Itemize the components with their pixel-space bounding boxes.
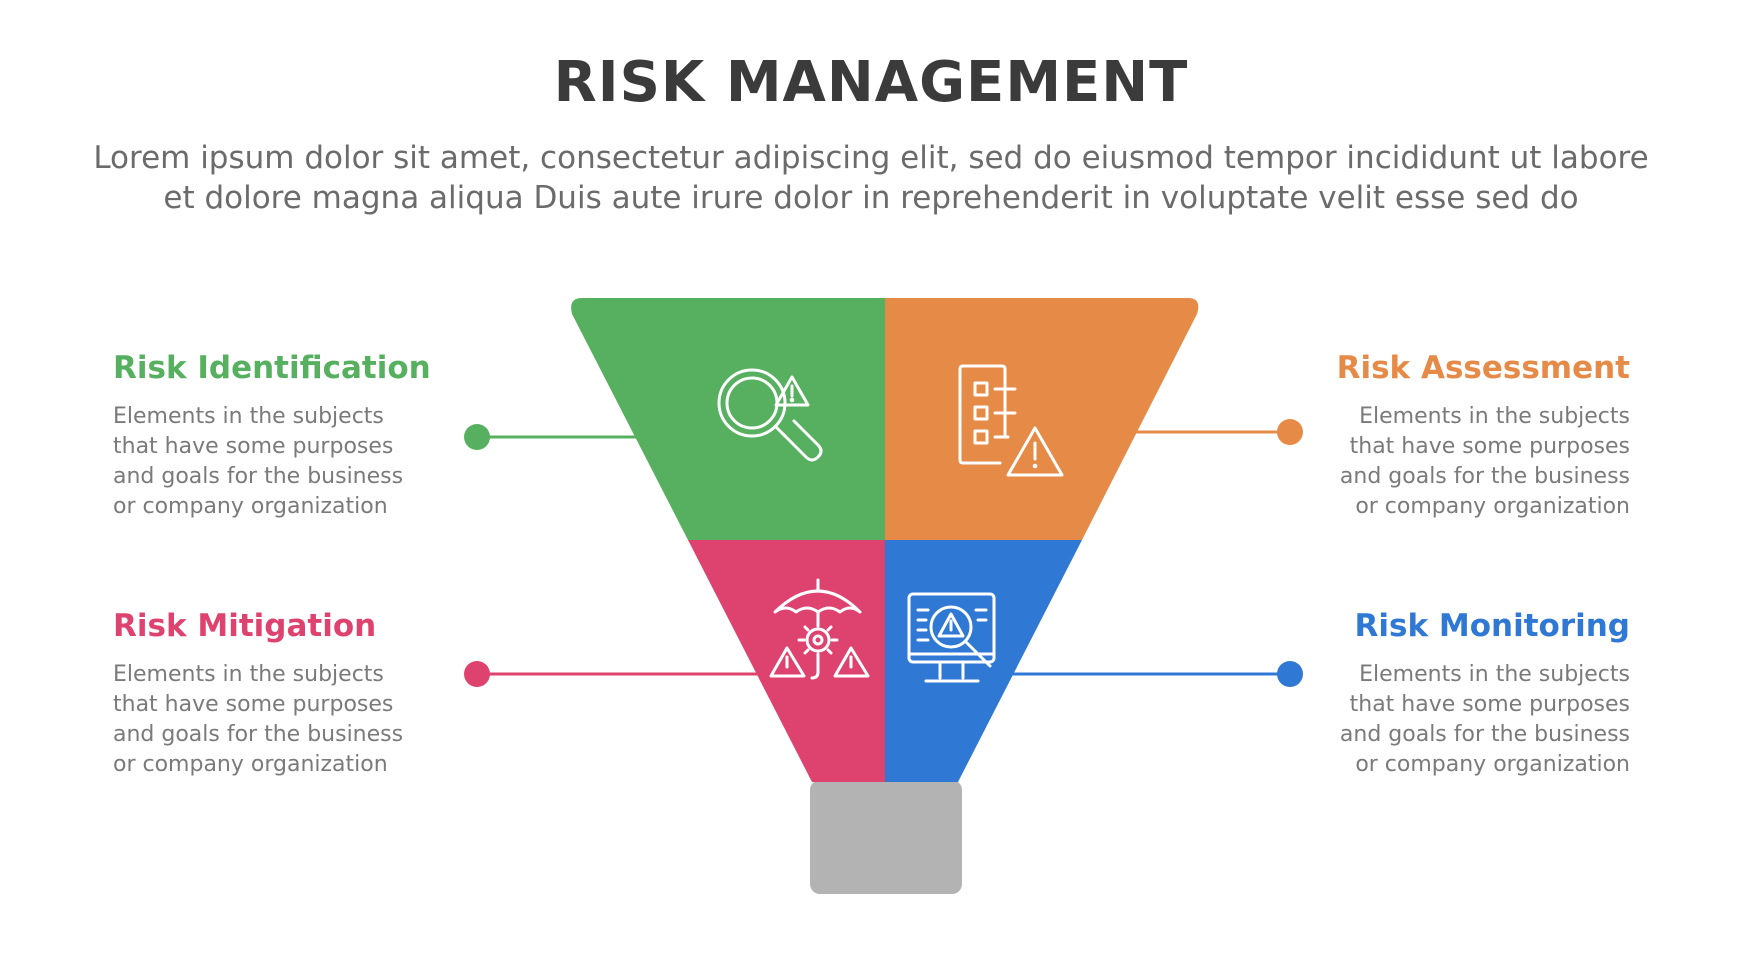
item-description: Elements in the subjects that have some … (113, 660, 533, 780)
desc-line: or company organization (113, 752, 388, 777)
desc-line: that have some purposes (1349, 692, 1630, 717)
connector-dot-mitigation (464, 661, 490, 687)
item-mitigation: Risk Mitigation Elements in the subjects… (113, 606, 533, 780)
funnel-segment-identification (571, 298, 885, 540)
item-heading: Risk Monitoring (1354, 608, 1631, 644)
subtitle-line: Lorem ipsum dolor sit amet, consectetur … (93, 140, 1649, 176)
item-heading: Risk Assessment (1336, 350, 1630, 386)
connector-dot-monitoring (1277, 661, 1303, 687)
desc-line: or company organization (1355, 752, 1630, 777)
desc-line: and goals for the business (1339, 722, 1630, 747)
desc-line: and goals for the business (1339, 464, 1630, 489)
connectors (464, 419, 1303, 687)
magnifier-warning-icon (717, 368, 823, 462)
connector-dot-assessment (1277, 419, 1303, 445)
item-description: Elements in the subjects that have some … (1210, 660, 1630, 780)
desc-line: and goals for the business (113, 722, 404, 747)
item-assessment: Risk Assessment Elements in the subjects… (1210, 348, 1630, 522)
desc-line: that have some purposes (113, 692, 394, 717)
desc-line: Elements in the subjects (113, 404, 384, 429)
page-title: RISK MANAGEMENT (553, 50, 1189, 115)
item-description: Elements in the subjects that have some … (1210, 402, 1630, 522)
desc-line: or company organization (113, 494, 388, 519)
desc-line: Elements in the subjects (1359, 404, 1630, 429)
page-subtitle: Lorem ipsum dolor sit amet, consectetur … (60, 138, 1682, 218)
umbrella-gear-warning-icon (769, 578, 870, 680)
item-heading: Risk Identification (113, 350, 431, 386)
desc-line: or company organization (1355, 494, 1630, 519)
item-monitoring: Risk Monitoring Elements in the subjects… (1210, 606, 1630, 780)
desc-line: that have some purposes (1349, 434, 1630, 459)
item-description: Elements in the subjects that have some … (113, 402, 533, 522)
funnel-stem (810, 780, 962, 894)
monitor-search-warning-icon (907, 592, 996, 683)
item-identification: Risk Identification Elements in the subj… (113, 348, 533, 522)
item-heading: Risk Mitigation (113, 608, 377, 644)
desc-line: Elements in the subjects (113, 662, 384, 687)
desc-line: and goals for the business (113, 464, 404, 489)
desc-line: Elements in the subjects (1359, 662, 1630, 687)
checklist-warning-icon (958, 364, 1064, 477)
subtitle-line: et dolore magna aliqua Duis aute irure d… (163, 180, 1579, 216)
desc-line: that have some purposes (113, 434, 394, 459)
connector-dot-identification (464, 424, 490, 450)
funnel-segment-assessment (885, 298, 1199, 540)
